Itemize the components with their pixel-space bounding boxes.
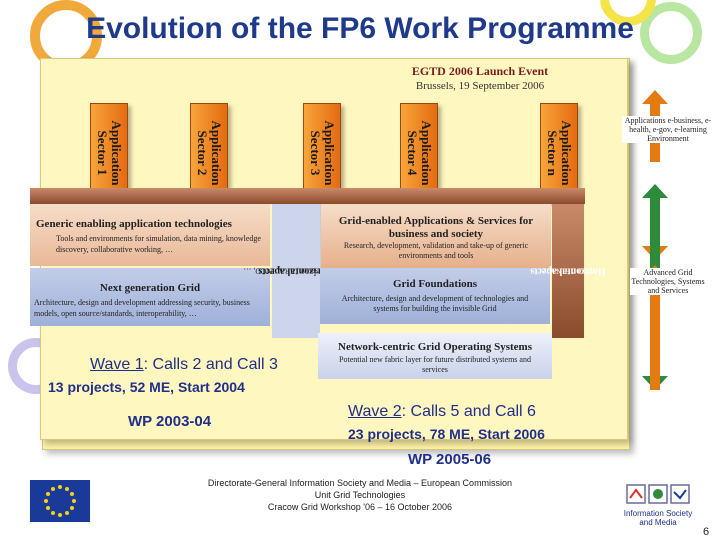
orange-lower-arrow-icon — [642, 265, 668, 390]
grid-enabled-applications-sub: Research, development, validation and ta… — [343, 241, 529, 260]
footer-line-2: Unit Grid Technologies — [314, 490, 406, 500]
wave2-title: Wave 2: Calls 5 and Call 6 — [348, 403, 536, 420]
right-label-applications: Applications e-business, e-health, e-gov… — [622, 116, 714, 143]
event-date: Brussels, 19 September 2006 — [415, 80, 545, 92]
decor-ring-green — [640, 2, 702, 64]
wp-2005-06: WP 2005-06 — [408, 451, 492, 468]
generic-technologies-box: Generic enabling application technologie… — [30, 204, 270, 266]
wp-2003-04: WP 2003-04 — [128, 413, 212, 430]
footer-line-1: Directorate-General Information Society … — [207, 478, 513, 488]
next-generation-grid-sub: Architecture, design and development add… — [34, 298, 250, 318]
eu-flag-icon — [30, 480, 90, 522]
grid-foundations-sub: Architecture, design and development of … — [341, 294, 529, 313]
logo-text-line-1: Information Society — [623, 509, 693, 518]
sector-n-label: Application Sector n — [545, 119, 574, 185]
sector-3-label: Application Sector 3 — [308, 119, 337, 185]
page-number: 6 — [703, 526, 710, 538]
horizontal-aspects-right: Horizontal apects INCO CHINA, … — [530, 204, 606, 338]
grid-enabled-applications-box: Grid-enabled Applications & Services for… — [320, 204, 551, 268]
next-generation-grid-heading: Next generation Grid — [99, 282, 201, 294]
horizontal-aspects-left: Horizontal apects Standardisation, ERA, … — [243, 204, 349, 338]
sector-4-label: Application Sector 4 — [405, 119, 434, 185]
grid-foundations-heading: Grid Foundations — [392, 278, 478, 290]
grid-operating-systems-box: Network-centric Grid Operating Systems P… — [318, 333, 552, 379]
generic-technologies-sub: Tools and environments for simulation, d… — [56, 234, 261, 254]
information-society-logo-icon — [626, 484, 690, 504]
logo-text-line-2: and Media — [639, 518, 677, 527]
grid-operating-systems-sub: Potential new fabric layer for future di… — [339, 355, 531, 374]
wave1-title: Wave 1: Calls 2 and Call 3 — [90, 356, 278, 373]
grid-operating-systems-heading: Network-centric Grid Operating Systems — [338, 341, 532, 353]
sector-n: Application Sector n — [540, 103, 578, 202]
footer-line-3: Cracow Grid Workshop '06 – 16 October 20… — [267, 502, 453, 512]
sector-1-label: Application Sector 1 — [95, 119, 124, 185]
event-title: EGTD 2006 Launch Event — [411, 64, 549, 78]
horizontal-aspects-right-sub: INCO CHINA, … — [538, 266, 598, 276]
right-label-advanced-grid: Advanced Grid Technologies, Systems and … — [630, 268, 706, 295]
grid-enabled-applications-heading: Grid-enabled Applications & Services for… — [338, 215, 534, 240]
generic-technologies-heading: Generic enabling application technologie… — [36, 218, 232, 230]
wave1-detail: 13 projects, 52 ME, Start 2004 — [48, 379, 245, 395]
sector-2-label: Application Sector 2 — [195, 119, 224, 185]
page-title: Evolution of the FP6 Work Programme — [86, 12, 634, 45]
decor-ring-yellow — [600, 0, 656, 26]
grid-foundations-box: Grid Foundations Architecture, design an… — [320, 268, 550, 324]
next-generation-grid-box: Next generation Grid Architecture, desig… — [30, 268, 270, 326]
wave2-detail: 23 projects, 78 ME, Start 2006 — [348, 426, 545, 442]
application-bar — [30, 188, 585, 204]
